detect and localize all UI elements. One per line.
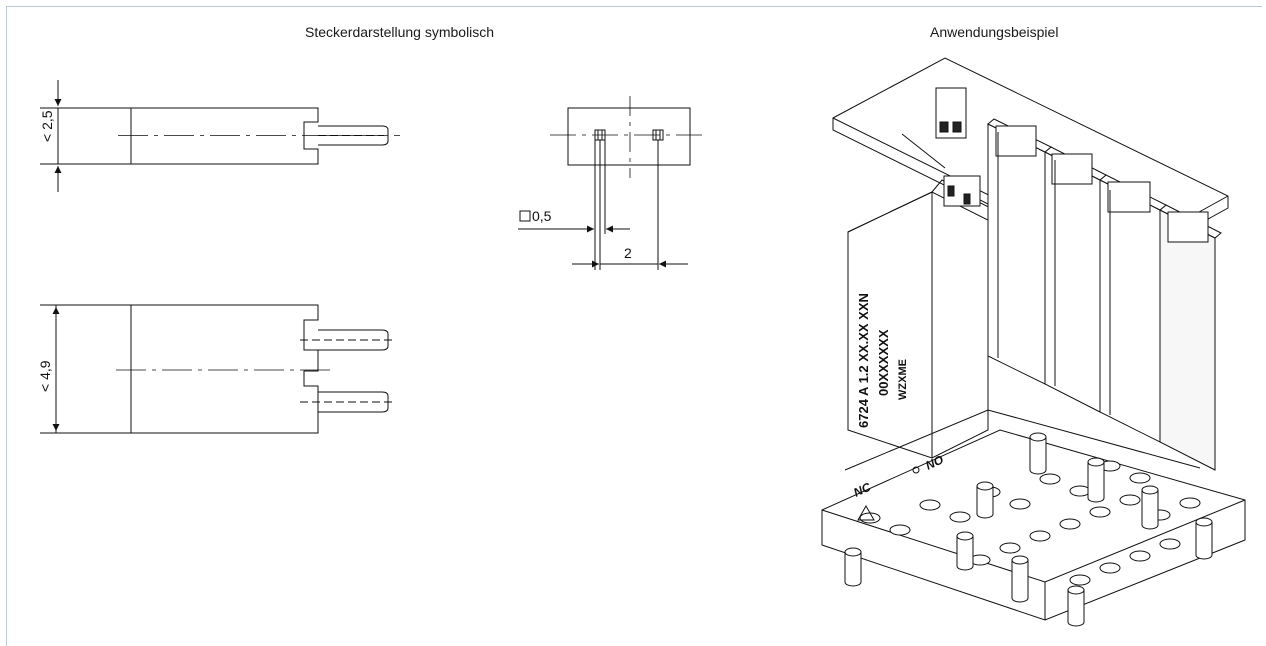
pin-square-label: 0,5 — [532, 208, 552, 224]
pin-pitch-label: 2 — [624, 245, 632, 261]
relay-module-3 — [1044, 146, 1107, 413]
relay-module-1-front — [847, 160, 989, 459]
marking-line-3: WZXME — [897, 359, 909, 400]
contact-common-marker — [912, 466, 920, 474]
small-height-label: < 2,5 — [39, 110, 55, 142]
relay-assembly-illustration — [821, 57, 1246, 627]
relay-marking: 6724 A 1.2 XX.XX XXN 00XXXXXX WZXME — [856, 293, 909, 428]
large-height-label: < 4,9 — [37, 360, 53, 392]
large-connector-view — [40, 304, 394, 434]
connector-section-title: Steckerdarstellung symbolisch — [305, 24, 495, 40]
small-connector-view — [40, 80, 400, 192]
front-connector-view — [518, 96, 708, 270]
drawing-frame — [6, 6, 1262, 646]
relay-module-2 — [987, 118, 1052, 385]
contact-nc-label: NC — [851, 480, 873, 500]
relay-module-5 — [1159, 204, 1222, 471]
application-section-title: Anwendungsbeispiel — [930, 24, 1059, 40]
marking-line-1: 6724 A 1.2 XX.XX XXN — [856, 293, 871, 428]
relay-module-4 — [1099, 174, 1167, 443]
marking-line-2: 00XXXXXX — [876, 329, 891, 396]
